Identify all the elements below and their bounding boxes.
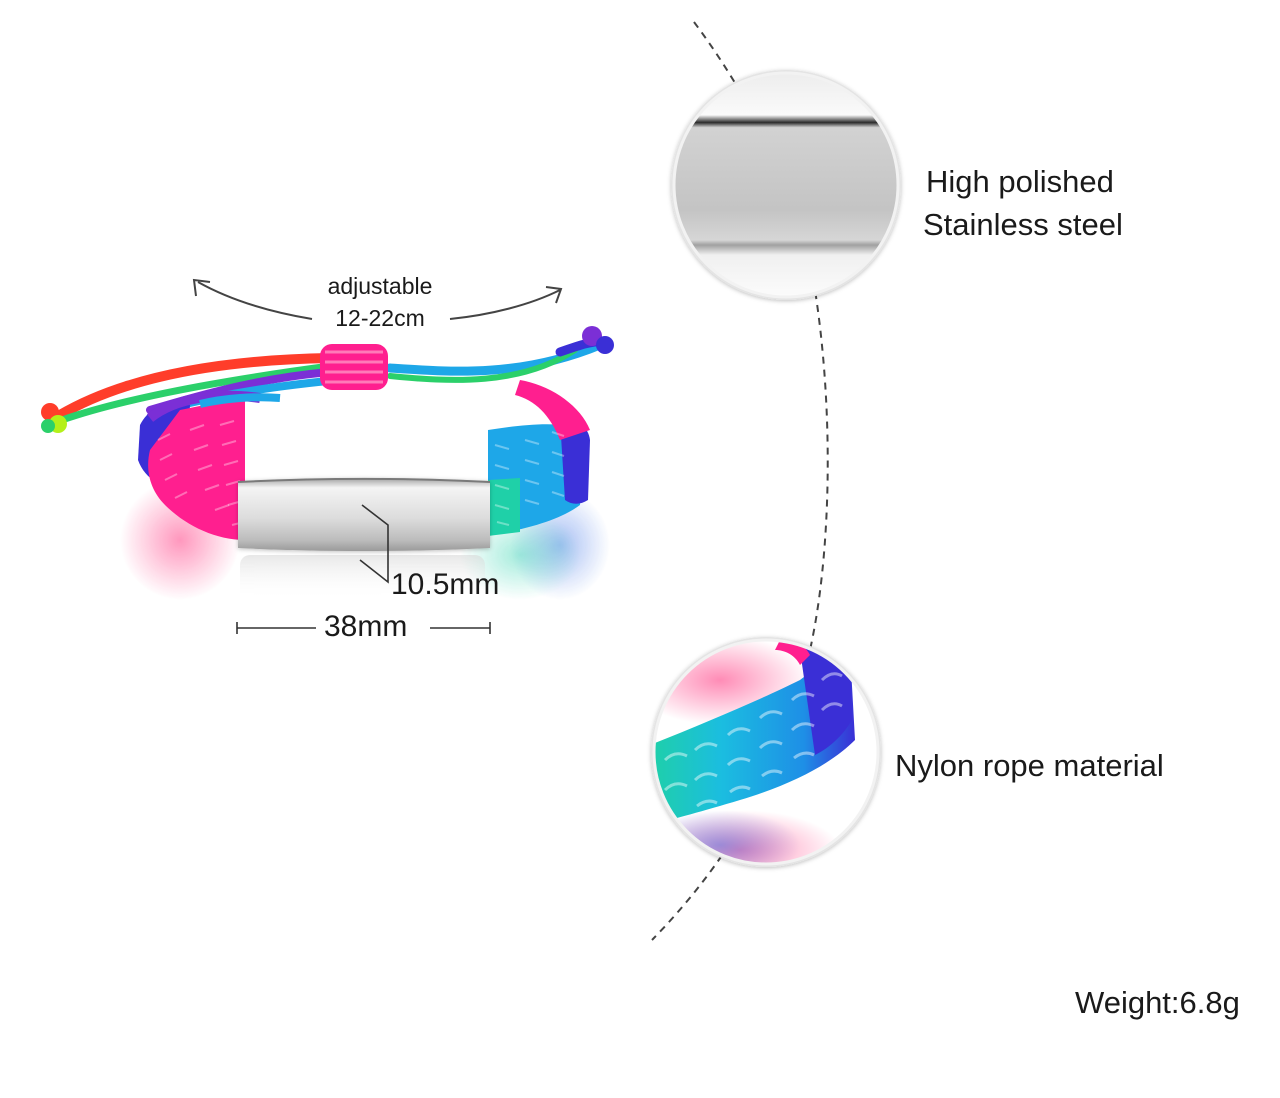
width-dimension-marker — [359, 504, 389, 584]
end-knot-right — [582, 326, 614, 354]
steel-plate — [237, 478, 491, 551]
steel-feature-line2: Stainless steel — [923, 207, 1123, 242]
steel-zoom-circle — [671, 70, 901, 300]
weight-label: Weight:6.8g — [1075, 985, 1240, 1020]
plate-length-label: 38mm — [324, 610, 408, 643]
sliding-knot — [320, 344, 388, 390]
rope-zoom-circle — [651, 637, 881, 867]
plate-width-label: 10.5mm — [391, 568, 500, 601]
adjust-arrows — [192, 278, 563, 320]
rope-feature-label: Nylon rope material — [895, 748, 1164, 783]
steel-feature-label: High polished Stainless steel — [923, 160, 1123, 246]
braided-band — [138, 380, 590, 540]
adjustable-range: 12-22cm — [335, 305, 425, 331]
adjustable-label: adjustable 12-22cm — [290, 270, 470, 334]
length-dimension-marker — [236, 622, 491, 634]
steel-feature-line1: High polished — [926, 164, 1114, 199]
adjustable-title: adjustable — [327, 273, 433, 299]
end-knot-left — [41, 403, 67, 433]
